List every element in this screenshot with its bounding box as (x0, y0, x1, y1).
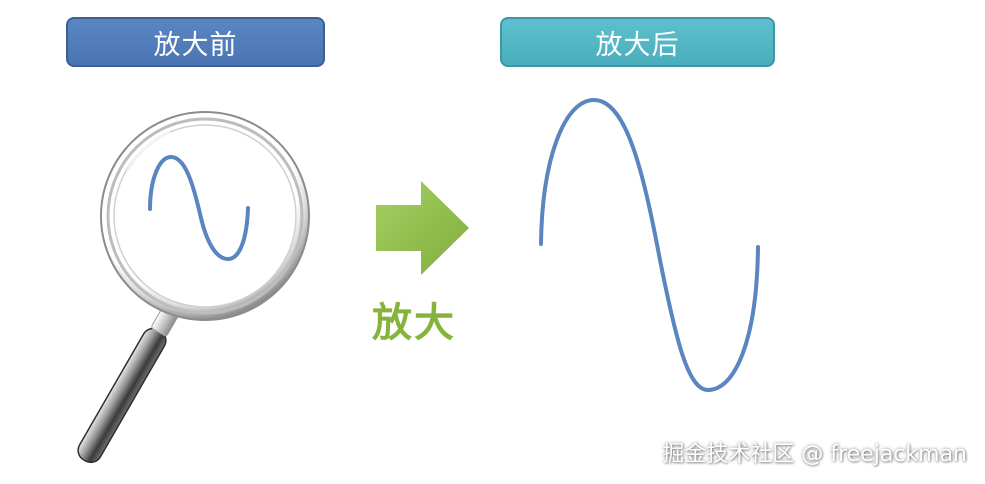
after-label-text: 放大后 (595, 29, 680, 61)
before-label-text: 放大前 (153, 29, 238, 61)
arrow-caption: 放大 (372, 300, 456, 346)
large-wave-curve (539, 97, 760, 393)
magnifying-glass-icon (77, 111, 310, 464)
watermark-text: 掘金技术社区 @ freejackman (662, 442, 967, 467)
after-label: 放大后 (500, 17, 775, 67)
small-wave-curve (148, 154, 250, 262)
before-label: 放大前 (66, 17, 325, 67)
right-arrow-icon (376, 181, 469, 275)
